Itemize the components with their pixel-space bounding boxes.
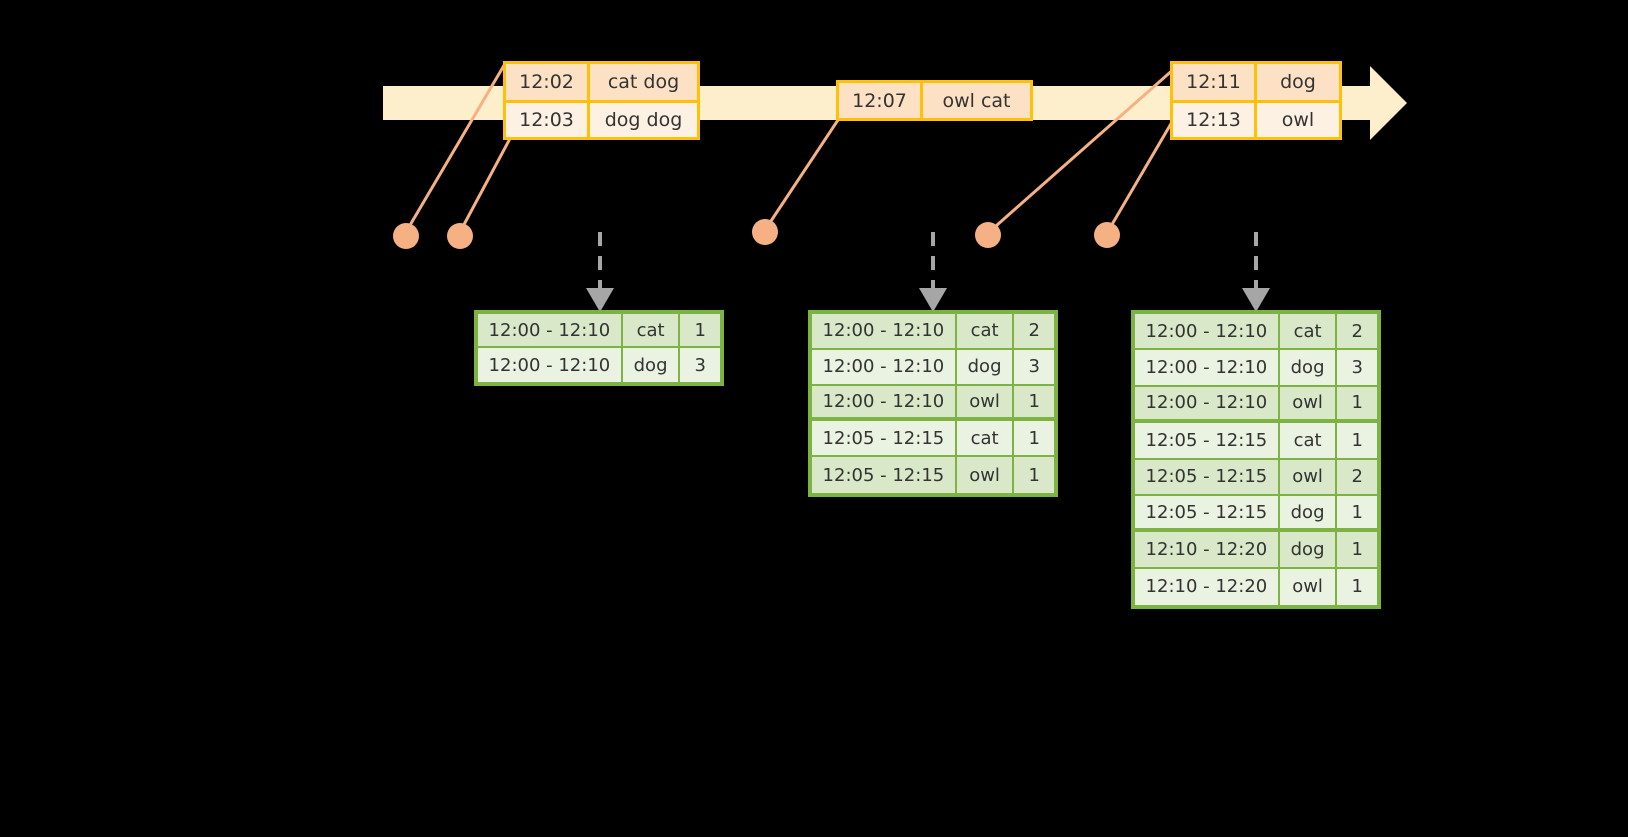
cell-word: owl	[1279, 459, 1338, 494]
cell-count: 1	[1014, 385, 1054, 418]
table-row[interactable]: 12:00 - 12:10 dog 3	[478, 348, 720, 382]
cell-count: 3	[680, 348, 720, 382]
table-row[interactable]: 12:10 - 12:20 dog 1	[1135, 532, 1377, 569]
cell-word: owl	[1279, 568, 1338, 606]
table-row[interactable]: 12:05 - 12:15 cat 1	[1135, 423, 1377, 460]
cell-window: 12:00 - 12:10	[1135, 386, 1280, 420]
result-table-2[interactable]: 12:00 - 12:10 cat 2 12:00 - 12:10 dog 3 …	[808, 310, 1058, 497]
cell-count: 1	[1337, 495, 1377, 529]
event-row[interactable]: 12:03 dog dog	[506, 100, 697, 137]
event-row[interactable]: 12:02 cat dog	[506, 64, 697, 101]
cell-window: 12:00 - 12:10	[478, 348, 623, 382]
table-row[interactable]: 12:05 - 12:15 cat 1	[812, 421, 1054, 458]
cell-word: dog	[956, 349, 1015, 384]
cell-count: 1	[1014, 421, 1054, 456]
cell-word: cat	[1279, 423, 1338, 458]
cell-count: 1	[1014, 457, 1054, 493]
cell-count: 1	[1337, 568, 1377, 606]
event-words: dog	[1280, 71, 1316, 94]
cell-word: owl	[956, 385, 1015, 418]
event-row[interactable]: 12:07 owl cat	[839, 83, 1030, 118]
dashed-arrows	[598, 232, 1258, 292]
table-row[interactable]: 12:00 - 12:10 owl 1	[1135, 386, 1377, 424]
event-time: 12:13	[1173, 103, 1257, 137]
cell-word: owl	[956, 457, 1015, 493]
table-row[interactable]: 12:00 - 12:10 cat 2	[1135, 314, 1377, 351]
table-row[interactable]: 12:05 - 12:15 dog 1	[1135, 495, 1377, 533]
cell-word: owl	[1279, 386, 1338, 420]
cell-count: 3	[1337, 350, 1377, 385]
connector-dot-2	[447, 223, 473, 249]
event-words: owl	[1281, 109, 1315, 132]
cell-count: 1	[680, 314, 720, 347]
cell-count: 1	[1337, 423, 1377, 458]
cell-word: cat	[956, 314, 1015, 348]
connector-line-1	[404, 61, 508, 233]
table-row[interactable]: 12:00 - 12:10 owl 1	[812, 385, 1054, 422]
cell-window: 12:00 - 12:10	[1135, 350, 1280, 385]
connector-dots	[393, 219, 1120, 249]
dashed-arrow-head-3	[1242, 288, 1270, 312]
cell-window: 12:10 - 12:20	[1135, 532, 1280, 567]
cell-word: dog	[1279, 532, 1338, 567]
event-words: dog dog	[604, 109, 683, 132]
event-row[interactable]: 12:11 dog	[1173, 64, 1339, 101]
cell-window: 12:00 - 12:10	[812, 385, 957, 418]
event-row[interactable]: 12:13 owl	[1173, 100, 1339, 137]
cell-word: dog	[1279, 495, 1338, 529]
cell-window: 12:05 - 12:15	[812, 421, 957, 456]
cell-window: 12:05 - 12:15	[1135, 459, 1280, 494]
result-table-1[interactable]: 12:00 - 12:10 cat 1 12:00 - 12:10 dog 3	[474, 310, 724, 386]
table-row[interactable]: 12:00 - 12:10 dog 3	[1135, 350, 1377, 387]
connector-line-5	[1105, 121, 1174, 234]
cell-window: 12:00 - 12:10	[812, 349, 957, 384]
event-time: 12:03	[506, 103, 590, 137]
cell-count: 1	[1337, 386, 1377, 420]
table-row[interactable]: 12:00 - 12:10 cat 2	[812, 314, 1054, 350]
table-row[interactable]: 12:05 - 12:15 owl 1	[812, 457, 1054, 493]
cell-count: 3	[1014, 349, 1054, 384]
connector-dot-4	[975, 222, 1001, 248]
table-row[interactable]: 12:00 - 12:10 cat 1	[478, 314, 720, 349]
cell-count: 2	[1337, 459, 1377, 494]
connector-dot-1	[393, 223, 419, 249]
cell-word: cat	[1279, 314, 1338, 349]
cell-window: 12:10 - 12:20	[1135, 568, 1280, 606]
cell-window: 12:05 - 12:15	[1135, 495, 1280, 529]
cell-count: 1	[1337, 532, 1377, 567]
connector-dot-3	[752, 219, 778, 245]
event-words: cat dog	[607, 71, 680, 94]
cell-word: dog	[622, 348, 681, 382]
connector-line-3	[763, 119, 840, 231]
cell-word: cat	[622, 314, 681, 347]
table-row[interactable]: 12:10 - 12:20 owl 1	[1135, 568, 1377, 606]
cell-window: 12:05 - 12:15	[1135, 423, 1280, 458]
cell-window: 12:00 - 12:10	[812, 314, 957, 348]
result-table-3[interactable]: 12:00 - 12:10 cat 2 12:00 - 12:10 dog 3 …	[1131, 310, 1381, 609]
cell-count: 2	[1337, 314, 1377, 349]
cell-window: 12:00 - 12:10	[478, 314, 623, 347]
table-row[interactable]: 12:00 - 12:10 dog 3	[812, 349, 1054, 386]
event-time: 12:02	[506, 64, 590, 101]
connector-dot-5	[1094, 222, 1120, 248]
event-time: 12:11	[1173, 64, 1257, 101]
dashed-arrow-head-1	[586, 288, 614, 312]
cell-word: cat	[956, 421, 1015, 456]
dashed-arrow-heads	[586, 288, 1270, 312]
event-group-2[interactable]: 12:07 owl cat	[836, 80, 1033, 121]
cell-window: 12:05 - 12:15	[812, 457, 957, 493]
event-words: owl cat	[942, 89, 1011, 112]
event-time: 12:07	[839, 83, 923, 118]
table-row[interactable]: 12:05 - 12:15 owl 2	[1135, 459, 1377, 496]
event-group-3[interactable]: 12:11 dog 12:13 owl	[1170, 61, 1342, 140]
dashed-arrow-head-2	[919, 288, 947, 312]
cell-window: 12:00 - 12:10	[1135, 314, 1280, 349]
cell-word: dog	[1279, 350, 1338, 385]
cell-count: 2	[1014, 314, 1054, 348]
event-group-1[interactable]: 12:02 cat dog 12:03 dog dog	[503, 61, 700, 140]
